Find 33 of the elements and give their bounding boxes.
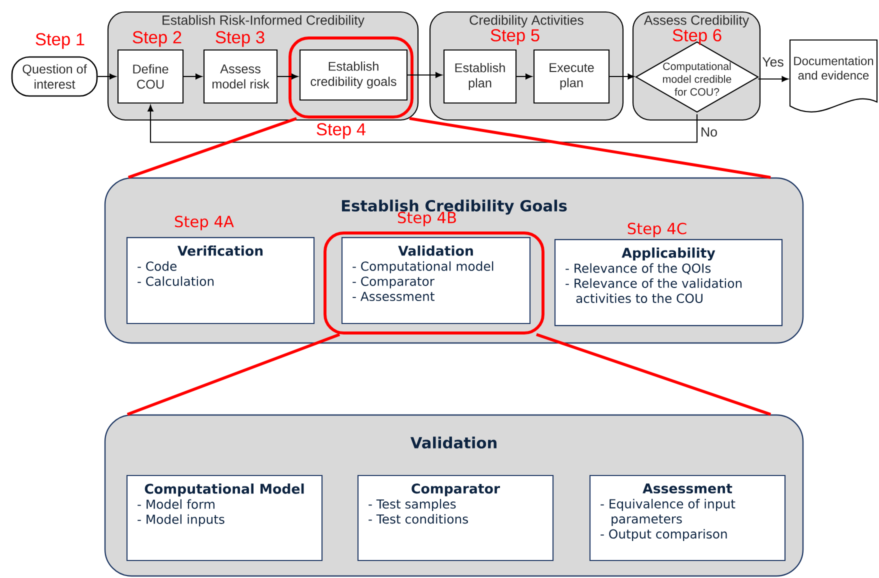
- topic-card: Validation - Computational model - Comparator - Assessment: [341, 237, 531, 324]
- step-label: Step 2: [132, 31, 182, 47]
- topic-card: Applicability - Relevance of the QOIs - Relevance of the validation activities to the COU: [554, 239, 783, 326]
- arrow: [610, 74, 634, 80]
- process-box: Establish credibility goals: [299, 49, 408, 101]
- topic-card: Assessment - Equivalence of input parameters - Output comparison: [589, 475, 786, 562]
- highlight-frame: [324, 232, 544, 334]
- topic-card: Verification - Code - Calculation: [126, 237, 315, 324]
- topic-card: Comparator - Test samples - Test conditions: [357, 475, 554, 562]
- zoom-line: [536, 333, 772, 416]
- step-label: Step 4: [316, 123, 366, 139]
- zoom-line: [126, 333, 340, 416]
- step-label: Step 1: [36, 33, 84, 49]
- arrow: [758, 76, 788, 82]
- process-box: Assess model risk: [203, 49, 278, 104]
- arrow: [98, 74, 116, 80]
- process-box: Establish plan: [443, 49, 517, 104]
- process-box: Execute plan: [533, 49, 610, 104]
- arrow: [184, 74, 202, 80]
- topic-card: Computational Model - Model form - Model inputs: [126, 475, 323, 562]
- arrow: [516, 74, 532, 80]
- arrow: [408, 72, 442, 78]
- process-box: Define COU: [117, 49, 184, 104]
- step-label: Step 4C: [628, 222, 686, 238]
- zoom-line: [409, 117, 771, 179]
- zoom-line: [128, 117, 298, 179]
- edge-label: No: [699, 126, 719, 138]
- step-label: Step 3: [216, 31, 264, 47]
- edge-label: Yes: [760, 56, 786, 68]
- step-label: Step 4A: [175, 216, 234, 230]
- arrow: [278, 74, 298, 80]
- step-label: Step 5: [490, 29, 540, 45]
- arrow: [148, 105, 698, 143]
